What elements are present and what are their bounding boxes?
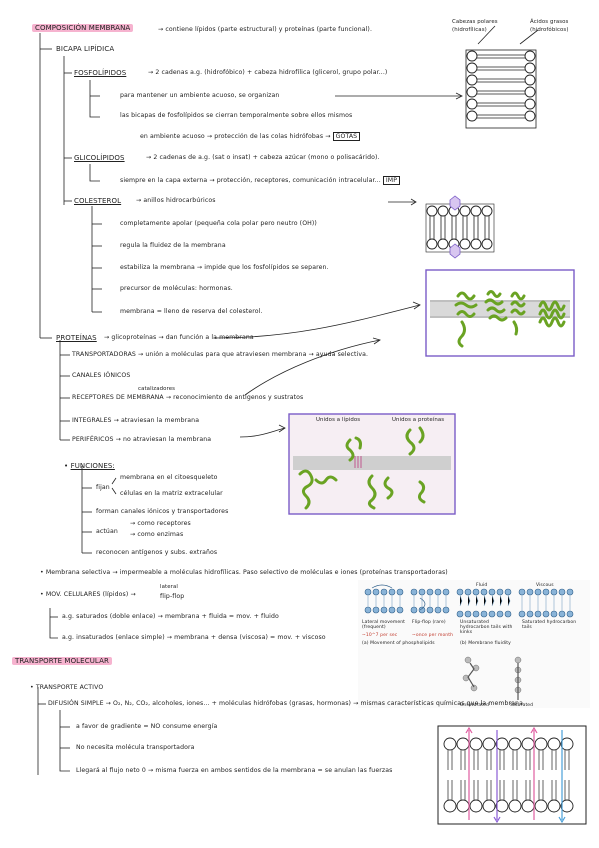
- fosfolipidos-line-3: en ambiente acuoso → protección de las c…: [140, 132, 361, 141]
- receptores-line: RECEPTORES DE MEMBRANA → reconocimiento …: [72, 394, 304, 401]
- catalizadores-note: catalizadores: [138, 386, 176, 392]
- flip-rate: ~once per month: [412, 633, 454, 638]
- difusion-line: DIFUSIÓN SIMPLE → O₂, N₂, CO₂, alcoholes…: [48, 700, 523, 707]
- unsaturated-tails-label: Unsaturated hydrocarbon tails with kinks: [460, 620, 513, 635]
- funciones-heading: • FUNCIONES:: [64, 462, 115, 470]
- peripheral-proteins-diagram: [288, 413, 456, 515]
- fijan-label: fijan: [96, 484, 110, 491]
- actuan-b: → como enzimas: [130, 531, 184, 538]
- saturados-line: a.g. saturados (doble enlace) → membrana…: [62, 613, 279, 620]
- bicapa-heading: BICAPA LIPÍDICA: [56, 45, 115, 53]
- colesterol-item-1: completamente apolar (pequeña cola polar…: [120, 220, 317, 227]
- difusion-d1: a favor de gradiente = NO consume energí…: [76, 723, 218, 730]
- glicolipidos-heading: GLICOLÍPIDOS: [74, 154, 125, 162]
- glicolipidos-desc: → 2 cadenas de a.g. (sat o insat) + cabe…: [146, 154, 380, 161]
- fosfolipidos-heading: FOSFOLÍPIDOS: [74, 69, 127, 77]
- flip-flop-label: Flip-flop (rare): [412, 620, 446, 625]
- colesterol-desc: → anillos hidrocarbúricos: [136, 197, 216, 204]
- colesterol-heading: COLESTEROL: [74, 197, 122, 205]
- difusion-d2: No necesita molécula transportadora: [76, 744, 195, 751]
- bilayer-diagram: [465, 49, 537, 129]
- actuan-a: → como receptores: [130, 520, 191, 527]
- fijan-a: membrana en el citoesqueleto: [120, 474, 218, 481]
- page-title: COMPOSICIÓN MEMBRANA: [32, 24, 134, 32]
- canales-line: CANALES IÓNICOS: [72, 372, 131, 379]
- viscous-label: Viscous: [536, 583, 554, 588]
- unsaturated-label: Unsaturated: [460, 703, 489, 708]
- fatty-acids-label: Ácidos grasos (hidrofóbicos): [530, 19, 569, 33]
- transport-diagram: [437, 725, 587, 825]
- fijan-b: células en la matriz extracelular: [120, 490, 223, 497]
- actuan-label: actúan: [96, 528, 118, 535]
- fluid-label: Fluid: [476, 583, 488, 588]
- fosfolipidos-desc: → 2 cadenas a.g. (hidrofóbico) + cabeza …: [148, 69, 388, 76]
- colesterol-item-2: regula la fluidez de la membrana: [120, 242, 226, 249]
- difusion-d3: Llegará al flujo neto 0 → misma fuerza e…: [76, 767, 393, 774]
- unidos-lipidos-label: Unidos a lípidos: [316, 417, 361, 423]
- fosfolipidos-line-1: para mantener un ambiente acuoso, se org…: [120, 92, 280, 99]
- movimientos-line: • MOV. CELULARES (lípidos) →: [40, 591, 136, 598]
- outline-lines: [37, 33, 102, 775]
- insaturados-line: a.g. insaturados (enlace simple) → membr…: [62, 634, 326, 641]
- flipflop-label: flip-flop: [160, 593, 185, 600]
- unidos-proteinas-label: Unidos a proteínas: [392, 417, 445, 423]
- integrales-line: INTEGRALES → atraviesan la membrana: [72, 417, 200, 424]
- selectiva-note: • Membrana selectiva → impermeable a mol…: [40, 569, 448, 576]
- movement-caption: (a) Movement of phospholipids: [362, 641, 435, 646]
- proteinas-heading: PROTEÍNAS: [56, 334, 97, 342]
- saturated-tails-label: Saturated hydrocarbon tails: [522, 620, 577, 630]
- perifericos-line: PERIFÉRICOS → no atraviesan la membrana: [72, 436, 212, 443]
- forman-line: forman canales iónicos y transportadores: [96, 508, 229, 515]
- transporte-activo: • TRANSPORTE ACTIVO: [30, 684, 104, 691]
- transportadoras-line: TRANSPORTADORAS → unión a moléculas para…: [72, 351, 369, 358]
- lateral-label: lateral: [160, 584, 178, 590]
- membrane-movement-diagram: [358, 580, 590, 708]
- colesterol-item-6: membrana = lleno de reserva del colester…: [120, 308, 263, 315]
- polar-heads-label: Cabezas polares (hidrofílicas): [452, 19, 498, 33]
- transporte-title: TRANSPORTE MOLECULAR: [12, 657, 112, 665]
- fosfolipidos-line-2: las bicapas de fosfolípidos se cierran t…: [120, 112, 353, 119]
- fluidity-caption: (b) Membrane fluidity: [460, 641, 511, 646]
- cholesterol-diagram: [425, 195, 495, 259]
- saturated-label: Saturated: [510, 703, 534, 708]
- title-description: → contiene lípidos (parte estructural) y…: [158, 26, 373, 33]
- glicolipidos-line-1: siempre en la capa externa → protección,…: [120, 176, 401, 185]
- colesterol-item-3: estabiliza la membrana → impide que los …: [120, 264, 329, 271]
- proteinas-desc: → glicoproteínas → dan función a la memb…: [104, 334, 254, 341]
- colesterol-item-5: precursor de moléculas: hormonas.: [120, 285, 233, 292]
- lateral-rate: ~10^7 per sec: [362, 633, 398, 638]
- arrows: [111, 25, 539, 495]
- lateral-movement-label: Lateral movement (frequent): [362, 620, 406, 630]
- reconocen-line: reconocen antígenos y subs. extraños: [96, 549, 218, 556]
- proteins-panel-diagram: [425, 269, 575, 357]
